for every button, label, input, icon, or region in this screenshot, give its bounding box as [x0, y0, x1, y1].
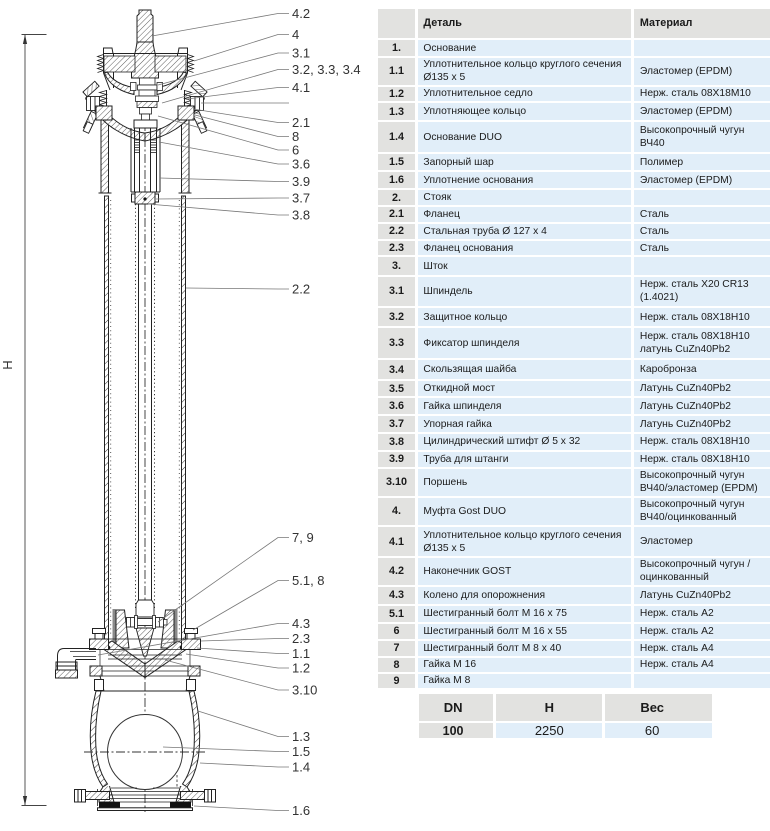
svg-text:3.9: 3.9	[292, 174, 310, 189]
svg-text:1.1: 1.1	[292, 646, 310, 661]
svg-text:4.1: 4.1	[292, 80, 310, 95]
svg-text:3.7: 3.7	[292, 191, 310, 206]
svg-text:3.10: 3.10	[292, 683, 317, 698]
svg-text:8: 8	[292, 129, 299, 144]
svg-text:3.8: 3.8	[292, 208, 310, 223]
svg-text:4: 4	[292, 27, 299, 42]
svg-text:4.2: 4.2	[292, 6, 310, 21]
svg-text:7, 9: 7, 9	[292, 530, 314, 545]
svg-text:4.3: 4.3	[292, 616, 310, 631]
svg-text:2.1: 2.1	[292, 115, 310, 130]
svg-text:1.6: 1.6	[292, 803, 310, 818]
svg-text:2.2: 2.2	[292, 282, 310, 297]
svg-text:1.2: 1.2	[292, 661, 310, 676]
svg-text:3.6: 3.6	[292, 157, 310, 172]
svg-text:3.1: 3.1	[292, 46, 310, 61]
svg-text:1.5: 1.5	[292, 744, 310, 759]
svg-text:3.2, 3.3, 3.4: 3.2, 3.3, 3.4	[292, 62, 361, 77]
svg-text:5.1, 8: 5.1, 8	[292, 573, 325, 588]
svg-text:1.4: 1.4	[292, 760, 310, 775]
svg-text:2.3: 2.3	[292, 631, 310, 646]
svg-text:1.3: 1.3	[292, 729, 310, 744]
svg-text:H: H	[0, 360, 15, 369]
svg-text:6: 6	[292, 143, 299, 158]
